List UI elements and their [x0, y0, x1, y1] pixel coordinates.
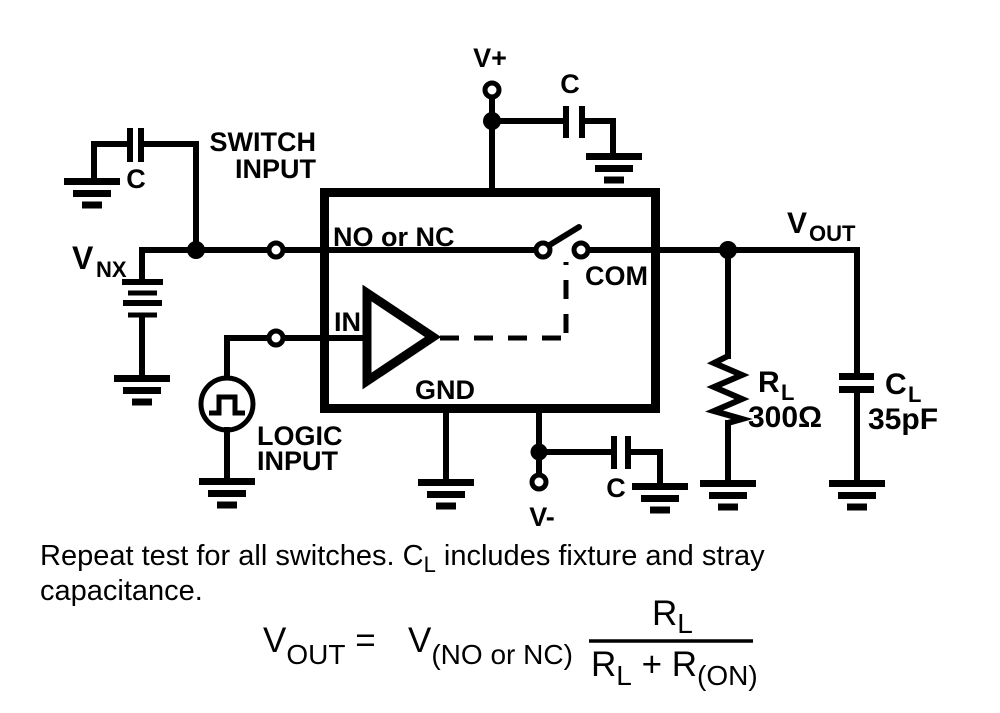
formula-lhs-subscript: OUT [286, 639, 345, 670]
in-terminal [266, 328, 286, 348]
junction-dot [187, 241, 205, 259]
formula-numerator: RL [652, 594, 693, 639]
analog-switch-ic: NO or NC COM IN GND [139, 188, 860, 413]
no-nc-terminal [266, 240, 286, 260]
formula-numerator-r: R [652, 594, 677, 633]
vminus-terminal [529, 472, 549, 492]
switch-contact-right [571, 240, 591, 260]
pulse-waveform-icon [209, 394, 245, 416]
cl-label-subscript: L [908, 382, 921, 407]
formula-denominator-r1-subscript: L [616, 660, 632, 691]
cl-value-label: 35pF [868, 403, 938, 436]
pulse-source [198, 375, 256, 433]
resistor-zigzag [705, 353, 753, 426]
switch-input-network: SWITCH INPUT C V NX [64, 127, 317, 402]
ground-symbol [700, 484, 756, 508]
logic-input-label-line2: INPUT [257, 446, 339, 476]
formula-rhs: V(NO or NC) [408, 621, 573, 670]
note-text: Repeat test for all switches. CL include… [40, 540, 765, 607]
positive-supply-network: V+ C [473, 43, 642, 196]
vout-label: V [787, 207, 807, 240]
formula-lhs: VOUT = [263, 621, 376, 670]
cap-c-label: C [606, 473, 626, 503]
ground-pin-network [418, 407, 474, 507]
rl-value-label: 300Ω [748, 401, 822, 434]
formula-denominator-r2-subscript: (ON) [697, 660, 758, 691]
gnd-pin-label: GND [415, 375, 475, 405]
formula-denominator-r2: R [672, 645, 697, 684]
vplus-label: V+ [473, 43, 507, 73]
in-pin-label: IN [334, 307, 361, 337]
formula-numerator-subscript: L [677, 608, 693, 639]
no-or-nc-label: NO or NC [333, 222, 455, 252]
vout-formula: VOUT = V(NO or NC) RL RL + R(ON) [263, 594, 758, 691]
negative-supply-network: V- C [529, 407, 688, 532]
switch-input-label-line2: INPUT [235, 154, 317, 184]
cap-c-label: C [126, 164, 146, 194]
vminus-label: V- [529, 502, 555, 532]
cap-c-label: C [560, 69, 580, 99]
switch-lever [545, 224, 582, 249]
formula-rhs-v: V [408, 621, 432, 660]
junction-dot [483, 112, 501, 130]
ground-symbol [199, 482, 255, 506]
vplus-terminal [482, 80, 502, 100]
switch-input-label-line1: SWITCH [210, 127, 316, 157]
logic-input-network: LOGIC INPUT [198, 328, 343, 506]
logic-input-label-line1: LOGIC [257, 421, 343, 451]
ground-symbol [64, 182, 120, 206]
rl-label-subscript: L [781, 380, 794, 405]
vnx-label: V [72, 240, 94, 276]
ground-symbol [829, 484, 885, 508]
formula-equals: = [345, 621, 375, 660]
note-line1-text: includes fixture and stray [436, 540, 765, 572]
formula-denominator-plus: + [632, 645, 672, 684]
com-label: COM [585, 261, 648, 291]
output-load-network: V OUT R L 300Ω C L 35pF [700, 207, 938, 507]
vnx-label-subscript: NX [96, 257, 127, 282]
formula-denominator: RL + R(ON) [591, 645, 758, 691]
note-line1-subscript: L [424, 552, 436, 577]
formula-denominator-r1: R [591, 645, 616, 684]
driver-buffer-triangle [362, 284, 442, 390]
note-line2: capacitance. [40, 575, 203, 607]
rl-label: R [758, 366, 780, 399]
ground-symbol [632, 487, 688, 511]
ground-symbol [114, 379, 170, 403]
ground-symbol [418, 483, 474, 507]
ground-symbol [586, 157, 642, 181]
switch-contact-left [533, 240, 553, 260]
vout-label-subscript: OUT [809, 221, 856, 246]
note-line1-text: Repeat test for all switches. C [40, 540, 424, 572]
formula-rhs-subscript: (NO or NC) [431, 639, 573, 670]
cl-label: C [885, 368, 907, 401]
formula-lhs-v: V [263, 621, 287, 660]
junction-dot [530, 443, 548, 461]
note-line1: Repeat test for all switches. CL include… [40, 540, 765, 577]
